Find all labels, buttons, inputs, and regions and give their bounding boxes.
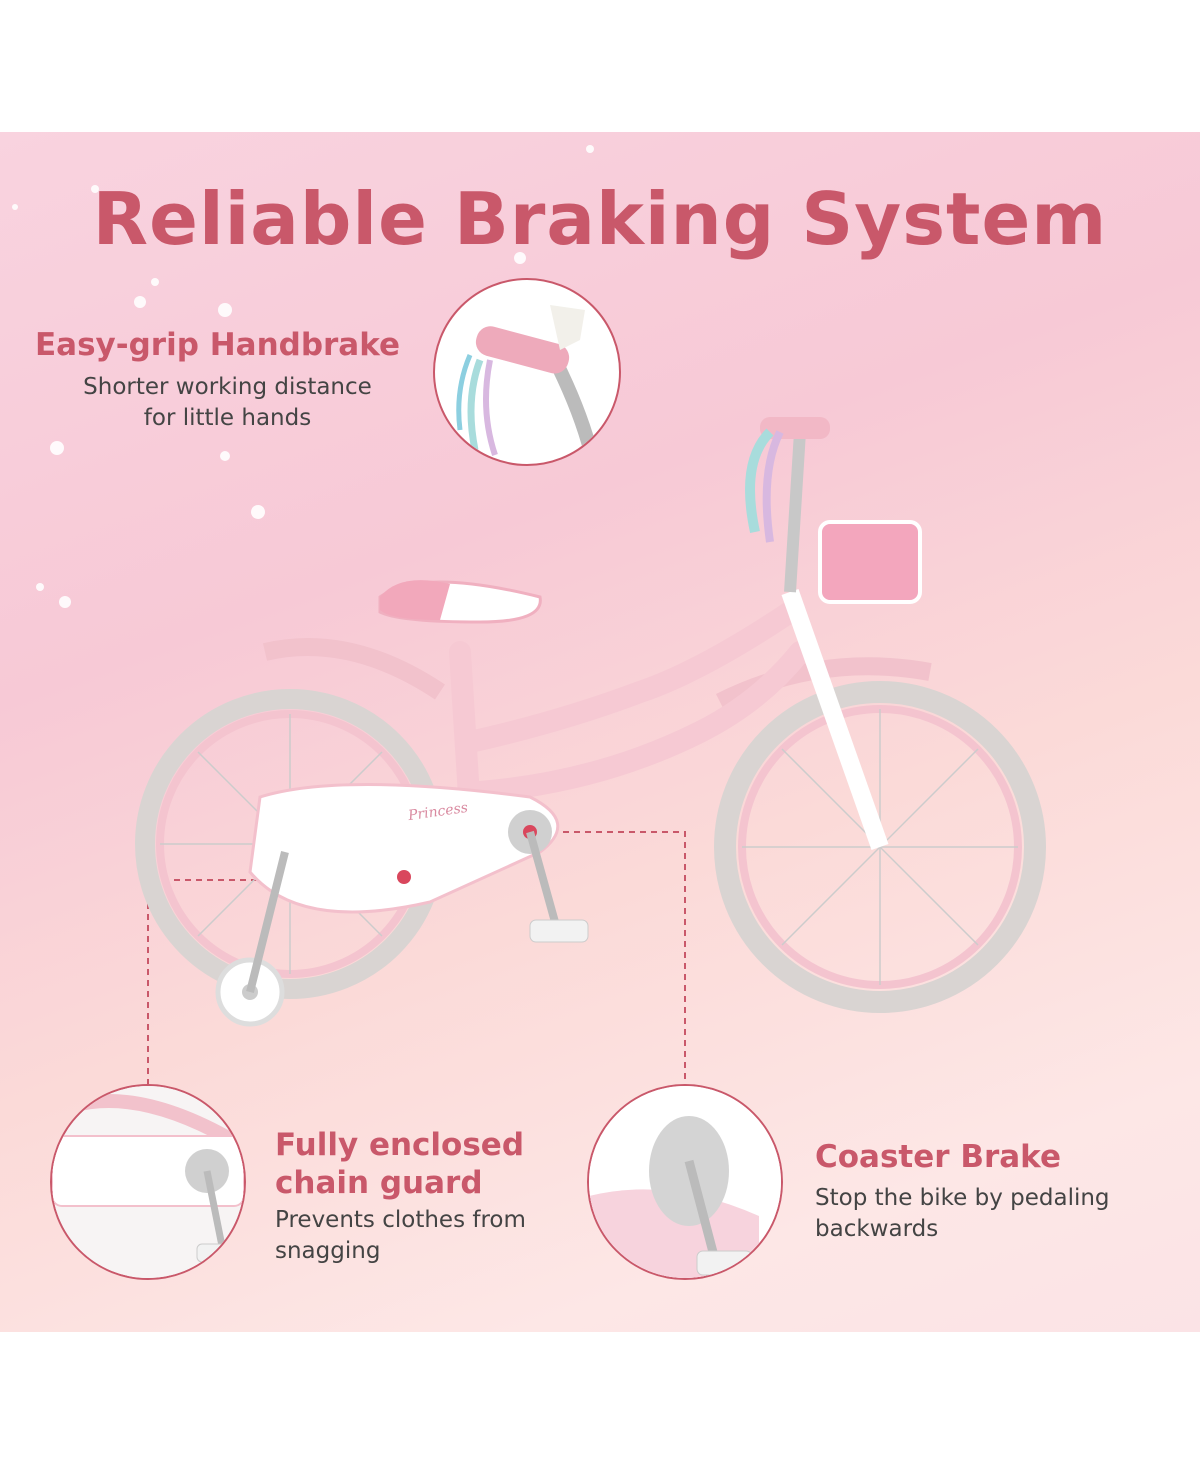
coaster-brake-image [589,1086,781,1278]
desc-line: for little hands [143,405,312,431]
page-title: Reliable Braking System [92,177,1108,261]
heading-line: chain guard [275,1165,483,1201]
product-banner: Reliable Braking System Easy-grip Handbr… [0,132,1200,1332]
desc-line: Stop the bike by pedaling [815,1185,1110,1211]
desc-line: snagging [275,1238,381,1264]
coaster-brake-detail-circle [587,1084,783,1280]
chain-guard-image [52,1086,244,1278]
desc-line: Shorter working distance [83,374,372,400]
chain-guard-detail-circle [50,1084,246,1280]
feature-desc-chain-guard: Prevents clothes from snagging [275,1205,526,1267]
feature-desc-handbrake: Shorter working distance for little hand… [35,372,420,434]
desc-line: Prevents clothes from [275,1207,526,1233]
handbrake-image [456,305,601,464]
desc-line: backwards [815,1216,939,1242]
callout-lines [147,831,686,1084]
feature-desc-coaster-brake: Stop the bike by pedaling backwards [815,1183,1110,1245]
bubbles-decoration [12,145,1046,1084]
feature-heading-coaster-brake: Coaster Brake [815,1139,1061,1175]
handbrake-detail-circle [433,278,621,466]
feature-heading-chain-guard: Fully enclosed chain guard [275,1126,524,1202]
heading-line: Fully enclosed [275,1127,525,1163]
feature-heading-handbrake: Easy-grip Handbrake [35,327,401,363]
bike-illustration [135,417,1046,1027]
